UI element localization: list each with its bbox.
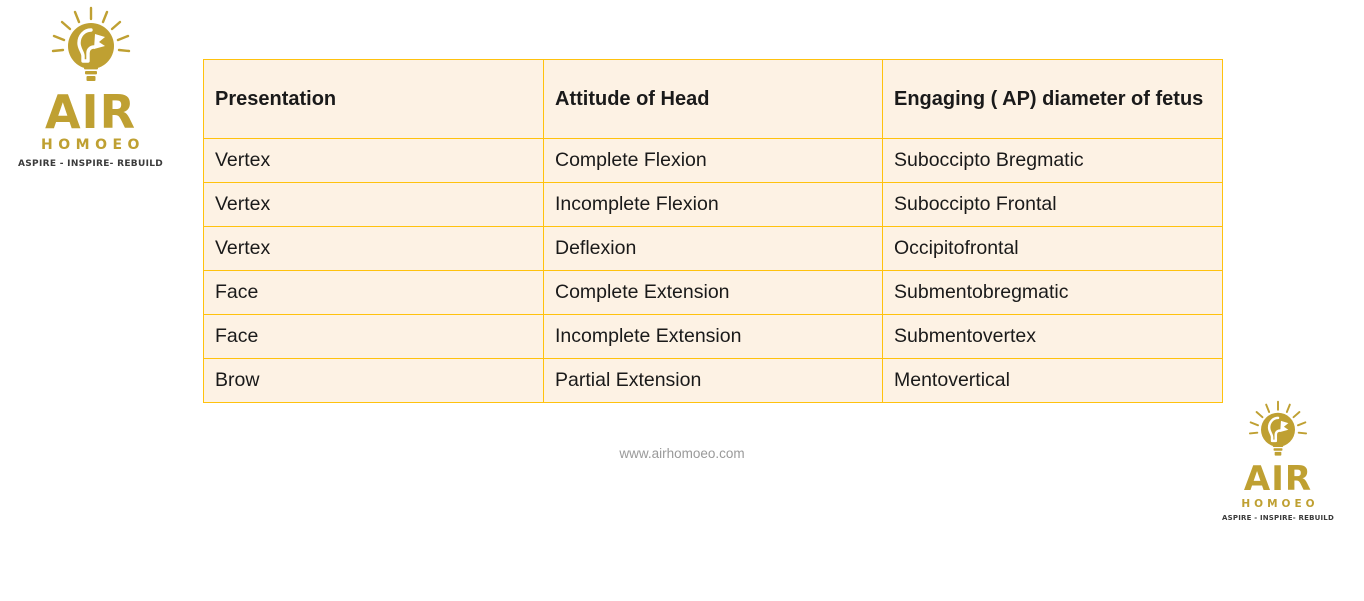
table-row: Brow Partial Extension Mentovertical bbox=[203, 358, 1223, 403]
cell-presentation: Vertex bbox=[203, 226, 544, 271]
cell-attitude: Complete Extension bbox=[543, 270, 883, 315]
brand-tagline: ASPIRE - INSPIRE- REBUILD bbox=[1222, 514, 1334, 523]
table-row: Vertex Complete Flexion Suboccipto Bregm… bbox=[203, 138, 1223, 183]
brand-name: AIR bbox=[44, 85, 137, 139]
cell-presentation: Brow bbox=[203, 358, 544, 403]
cell-diameter: Submentobregmatic bbox=[882, 270, 1223, 315]
brand-tagline: ASPIRE - INSPIRE- REBUILD bbox=[18, 159, 164, 170]
fetal-presentation-table: Presentation Attitude of Head Engaging (… bbox=[203, 59, 1223, 403]
cell-diameter: Mentovertical bbox=[882, 358, 1223, 403]
table-header-row: Presentation Attitude of Head Engaging (… bbox=[203, 59, 1223, 139]
cell-attitude: Incomplete Flexion bbox=[543, 182, 883, 227]
cell-presentation: Face bbox=[203, 314, 544, 359]
table-row: Vertex Incomplete Flexion Suboccipto Fro… bbox=[203, 182, 1223, 227]
table-row: Face Incomplete Extension Submentovertex bbox=[203, 314, 1223, 359]
brand-logo-top-left: AIR HOMOEO ASPIRE - INSPIRE- REBUILD bbox=[18, 6, 163, 169]
lightbulb-head-icon bbox=[1244, 400, 1312, 463]
cell-attitude: Deflexion bbox=[543, 226, 883, 271]
column-header-attitude-of-head: Attitude of Head bbox=[543, 59, 883, 139]
cell-presentation: Vertex bbox=[203, 138, 544, 183]
brand-name: AIR bbox=[1243, 459, 1313, 499]
table-row: Vertex Deflexion Occipitofrontal bbox=[203, 226, 1223, 271]
column-header-engaging-diameter: Engaging ( AP) diameter of fetus bbox=[882, 59, 1223, 139]
column-header-presentation: Presentation bbox=[203, 59, 544, 139]
cell-diameter: Submentovertex bbox=[882, 314, 1223, 359]
table-row: Face Complete Extension Submentobregmati… bbox=[203, 270, 1223, 315]
cell-presentation: Face bbox=[203, 270, 544, 315]
lightbulb-head-icon bbox=[45, 6, 137, 89]
cell-attitude: Partial Extension bbox=[543, 358, 883, 403]
cell-diameter: Suboccipto Bregmatic bbox=[882, 138, 1223, 183]
brand-logo-bottom-right: AIR HOMOEO ASPIRE - INSPIRE- REBUILD bbox=[1222, 400, 1334, 522]
cell-presentation: Vertex bbox=[203, 182, 544, 227]
cell-diameter: Suboccipto Frontal bbox=[882, 182, 1223, 227]
cell-attitude: Complete Flexion bbox=[543, 138, 883, 183]
cell-diameter: Occipitofrontal bbox=[882, 226, 1223, 271]
site-url: www.airhomoeo.com bbox=[619, 446, 745, 461]
cell-attitude: Incomplete Extension bbox=[543, 314, 883, 359]
brand-subname: HOMOEO bbox=[41, 137, 145, 154]
brand-subname: HOMOEO bbox=[1241, 498, 1319, 511]
